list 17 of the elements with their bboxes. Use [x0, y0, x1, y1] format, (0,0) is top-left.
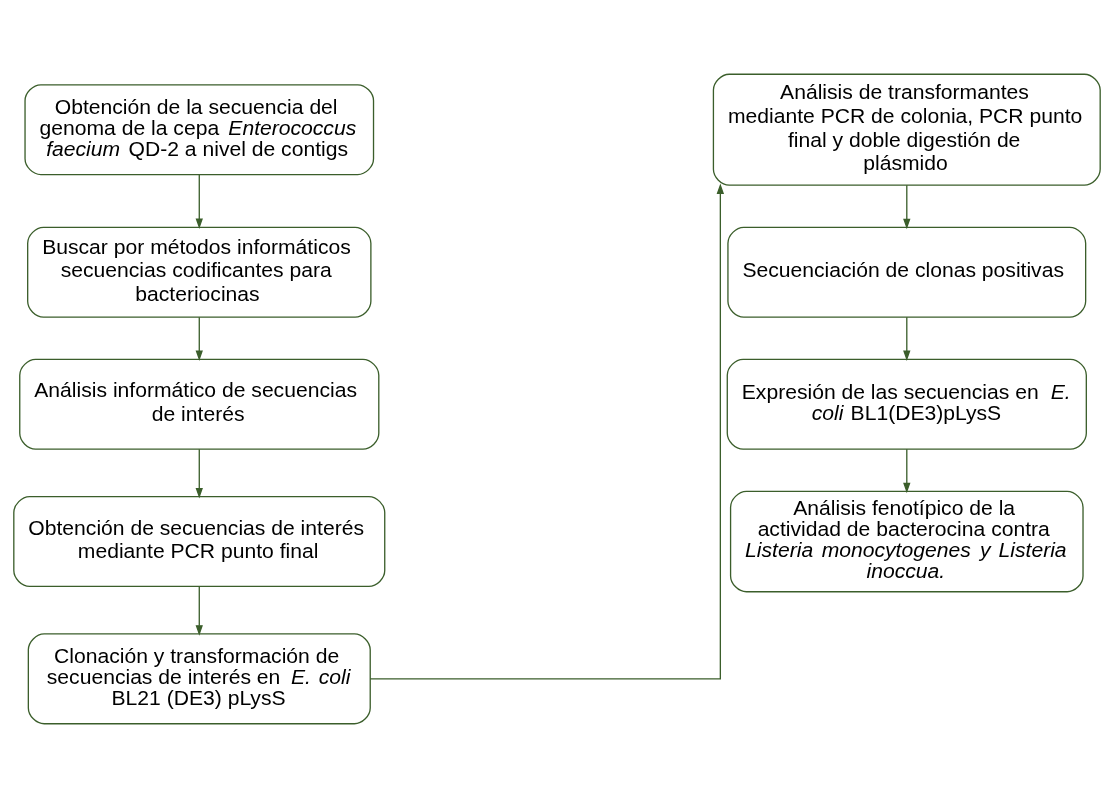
node-box: Secuenciación de clonas positivas	[727, 226, 1087, 318]
arrow	[195, 448, 203, 499]
arrow	[195, 174, 203, 229]
node-box: Obtención de secuencias de interés mediante PCR punto final	[13, 496, 386, 588]
node-box: Análisis fenotípico de la actividad de bacterocina contra Listeria monocytogenes y Listeria inoccua.	[729, 490, 1084, 593]
node-box: Buscar por métodos informáticos secuencias codificantes para bacteriocinas	[27, 226, 372, 318]
node-box: Clonación y transformación de secuencias de interés en E. coli BL21 (DE3) pLysS	[27, 633, 371, 725]
node-box: Obtención de la secuencia del genoma de la cepa Enterococcus faecium QD-2 a nivel de contigs	[24, 84, 375, 176]
arrow	[195, 585, 203, 636]
arrow	[903, 448, 911, 494]
arrow	[903, 316, 911, 361]
node-box: Expresión de las secuencias en E. coli BL1(DE3)pLysS	[726, 358, 1087, 450]
arrow	[369, 183, 725, 680]
node-box: Análisis informático de secuencias de interés	[19, 358, 380, 450]
arrow	[903, 184, 911, 230]
node-box: Análisis de transformantes mediante PCR de colonia, PCR punto final y doble digestión de plásmido	[712, 73, 1101, 186]
arrow	[195, 316, 203, 361]
